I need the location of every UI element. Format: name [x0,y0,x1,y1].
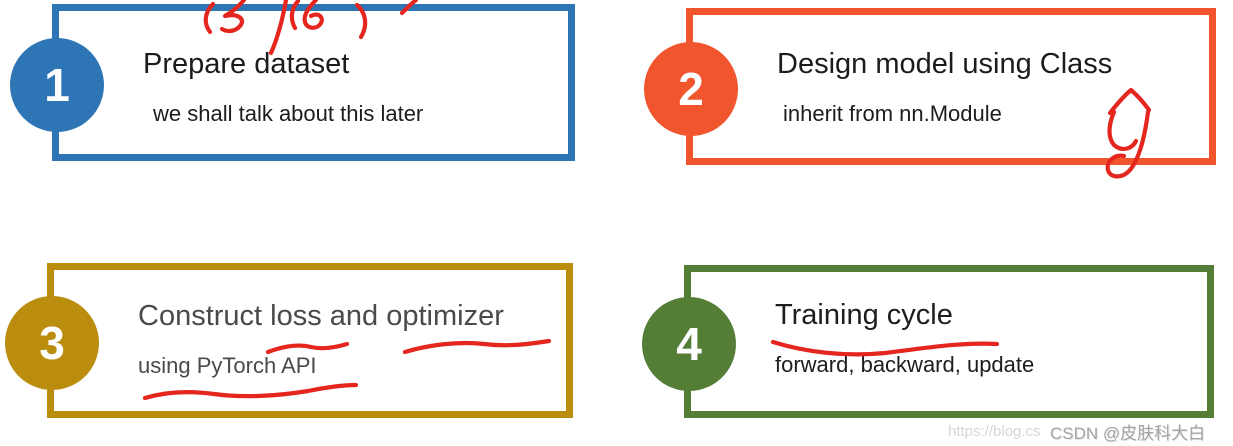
watermark: https://blog.cs CSDN @皮肤科大白 [948,418,1233,444]
step-number-badge: 3 [5,295,99,390]
watermark-handle-text: CSDN @皮肤科大白 [1050,424,1206,443]
step-box-prepare-dataset: 1 Prepare dataset we shall talk about th… [10,4,575,161]
step-title: Design model using Class [777,48,1113,80]
step-title: Training cycle [775,299,953,331]
step-subtitle: we shall talk about this later [153,101,424,126]
step-subtitle: using PyTorch API [138,353,317,378]
step-box-design-model: 2 Design model using Class inherit from … [644,8,1216,165]
step-title: Prepare dataset [143,48,350,80]
step-content: Training cycle forward, backward, update [691,272,1207,378]
watermark-url-text: https://blog.cs [948,423,1041,440]
step-number: 3 [39,316,65,369]
step-content: Prepare dataset we shall talk about this… [59,11,568,127]
step-number-badge: 2 [644,41,738,136]
step-subtitle: inherit from nn.Module [783,101,1002,126]
step-subtitle: forward, backward, update [775,352,1035,377]
step-number: 4 [676,317,702,370]
step-content: Design model using Class inherit from nn… [693,15,1209,127]
step-number-badge: 1 [10,37,104,132]
step-number: 2 [678,62,704,115]
step-box-training-cycle: 4 Training cycle forward, backward, upda… [642,265,1214,418]
step-box-construct-loss-optimizer: 3 Construct loss and optimizer using PyT… [5,263,573,418]
step-content: Construct loss and optimizer using PyTor… [54,270,566,379]
step-number: 1 [44,58,70,111]
step-number-badge: 4 [642,296,736,391]
step-title: Construct loss and optimizer [138,300,504,332]
